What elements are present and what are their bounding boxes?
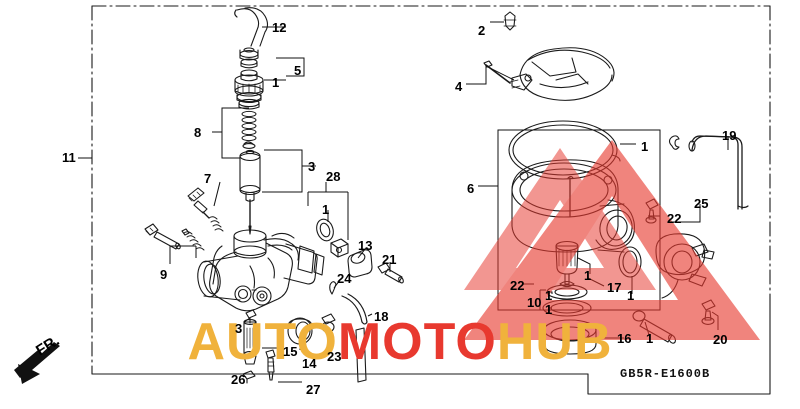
callout-number-17[interactable]: 17 <box>607 280 622 295</box>
callout-number-10[interactable]: 10 <box>527 295 542 310</box>
callout-number-9[interactable]: 9 <box>160 267 168 282</box>
callout-number-15[interactable]: 15 <box>283 344 298 359</box>
callout-number-5[interactable]: 5 <box>294 63 302 78</box>
callout-number-6[interactable]: 6 <box>467 181 475 196</box>
callout-number-1[interactable]: 1 <box>322 202 330 217</box>
callout-number-14[interactable]: 14 <box>302 356 317 371</box>
callout-number-3[interactable]: 3 <box>235 321 243 336</box>
callout-number-1[interactable]: 1 <box>646 331 654 346</box>
callout-number-1[interactable]: 1 <box>545 302 553 317</box>
callout-number-11[interactable]: 11 <box>62 150 76 165</box>
callout-number-12[interactable]: 12 <box>272 20 287 35</box>
callout-number-2[interactable]: 2 <box>478 23 486 38</box>
callout-number-3[interactable]: 3 <box>308 159 316 174</box>
front-direction-arrow-icon <box>14 342 60 384</box>
callout-number-1[interactable]: 1 <box>641 139 649 154</box>
callout-number-26[interactable]: 26 <box>231 372 246 387</box>
callout-number-4[interactable]: 4 <box>455 79 463 94</box>
callout-number-20[interactable]: 20 <box>713 332 728 347</box>
callout-number-13[interactable]: 13 <box>358 238 373 253</box>
callout-number-1[interactable]: 1 <box>545 288 553 303</box>
callout-number-22[interactable]: 22 <box>667 211 682 226</box>
callout-number-18[interactable]: 18 <box>374 309 389 324</box>
callout-number-19[interactable]: 19 <box>722 128 737 143</box>
callout-number-22[interactable]: 22 <box>510 278 525 293</box>
callout-number-28[interactable]: 28 <box>326 169 341 184</box>
callout-number-25[interactable]: 25 <box>694 196 709 211</box>
part-code-label: GB5R-E1600B <box>620 367 711 381</box>
callout-number-27[interactable]: 27 <box>306 382 321 397</box>
callout-number-24[interactable]: 24 <box>337 271 352 286</box>
callout-number-8[interactable]: 8 <box>194 125 202 140</box>
callout-number-21[interactable]: 21 <box>382 252 397 267</box>
callout-number-1[interactable]: 1 <box>272 75 280 90</box>
callout-number-16[interactable]: 16 <box>617 331 632 346</box>
callout-number-7[interactable]: 7 <box>204 171 212 186</box>
callout-number-23[interactable]: 23 <box>327 349 342 364</box>
callout-number-1[interactable]: 1 <box>584 268 592 283</box>
callout-number-1[interactable]: 1 <box>627 288 635 303</box>
